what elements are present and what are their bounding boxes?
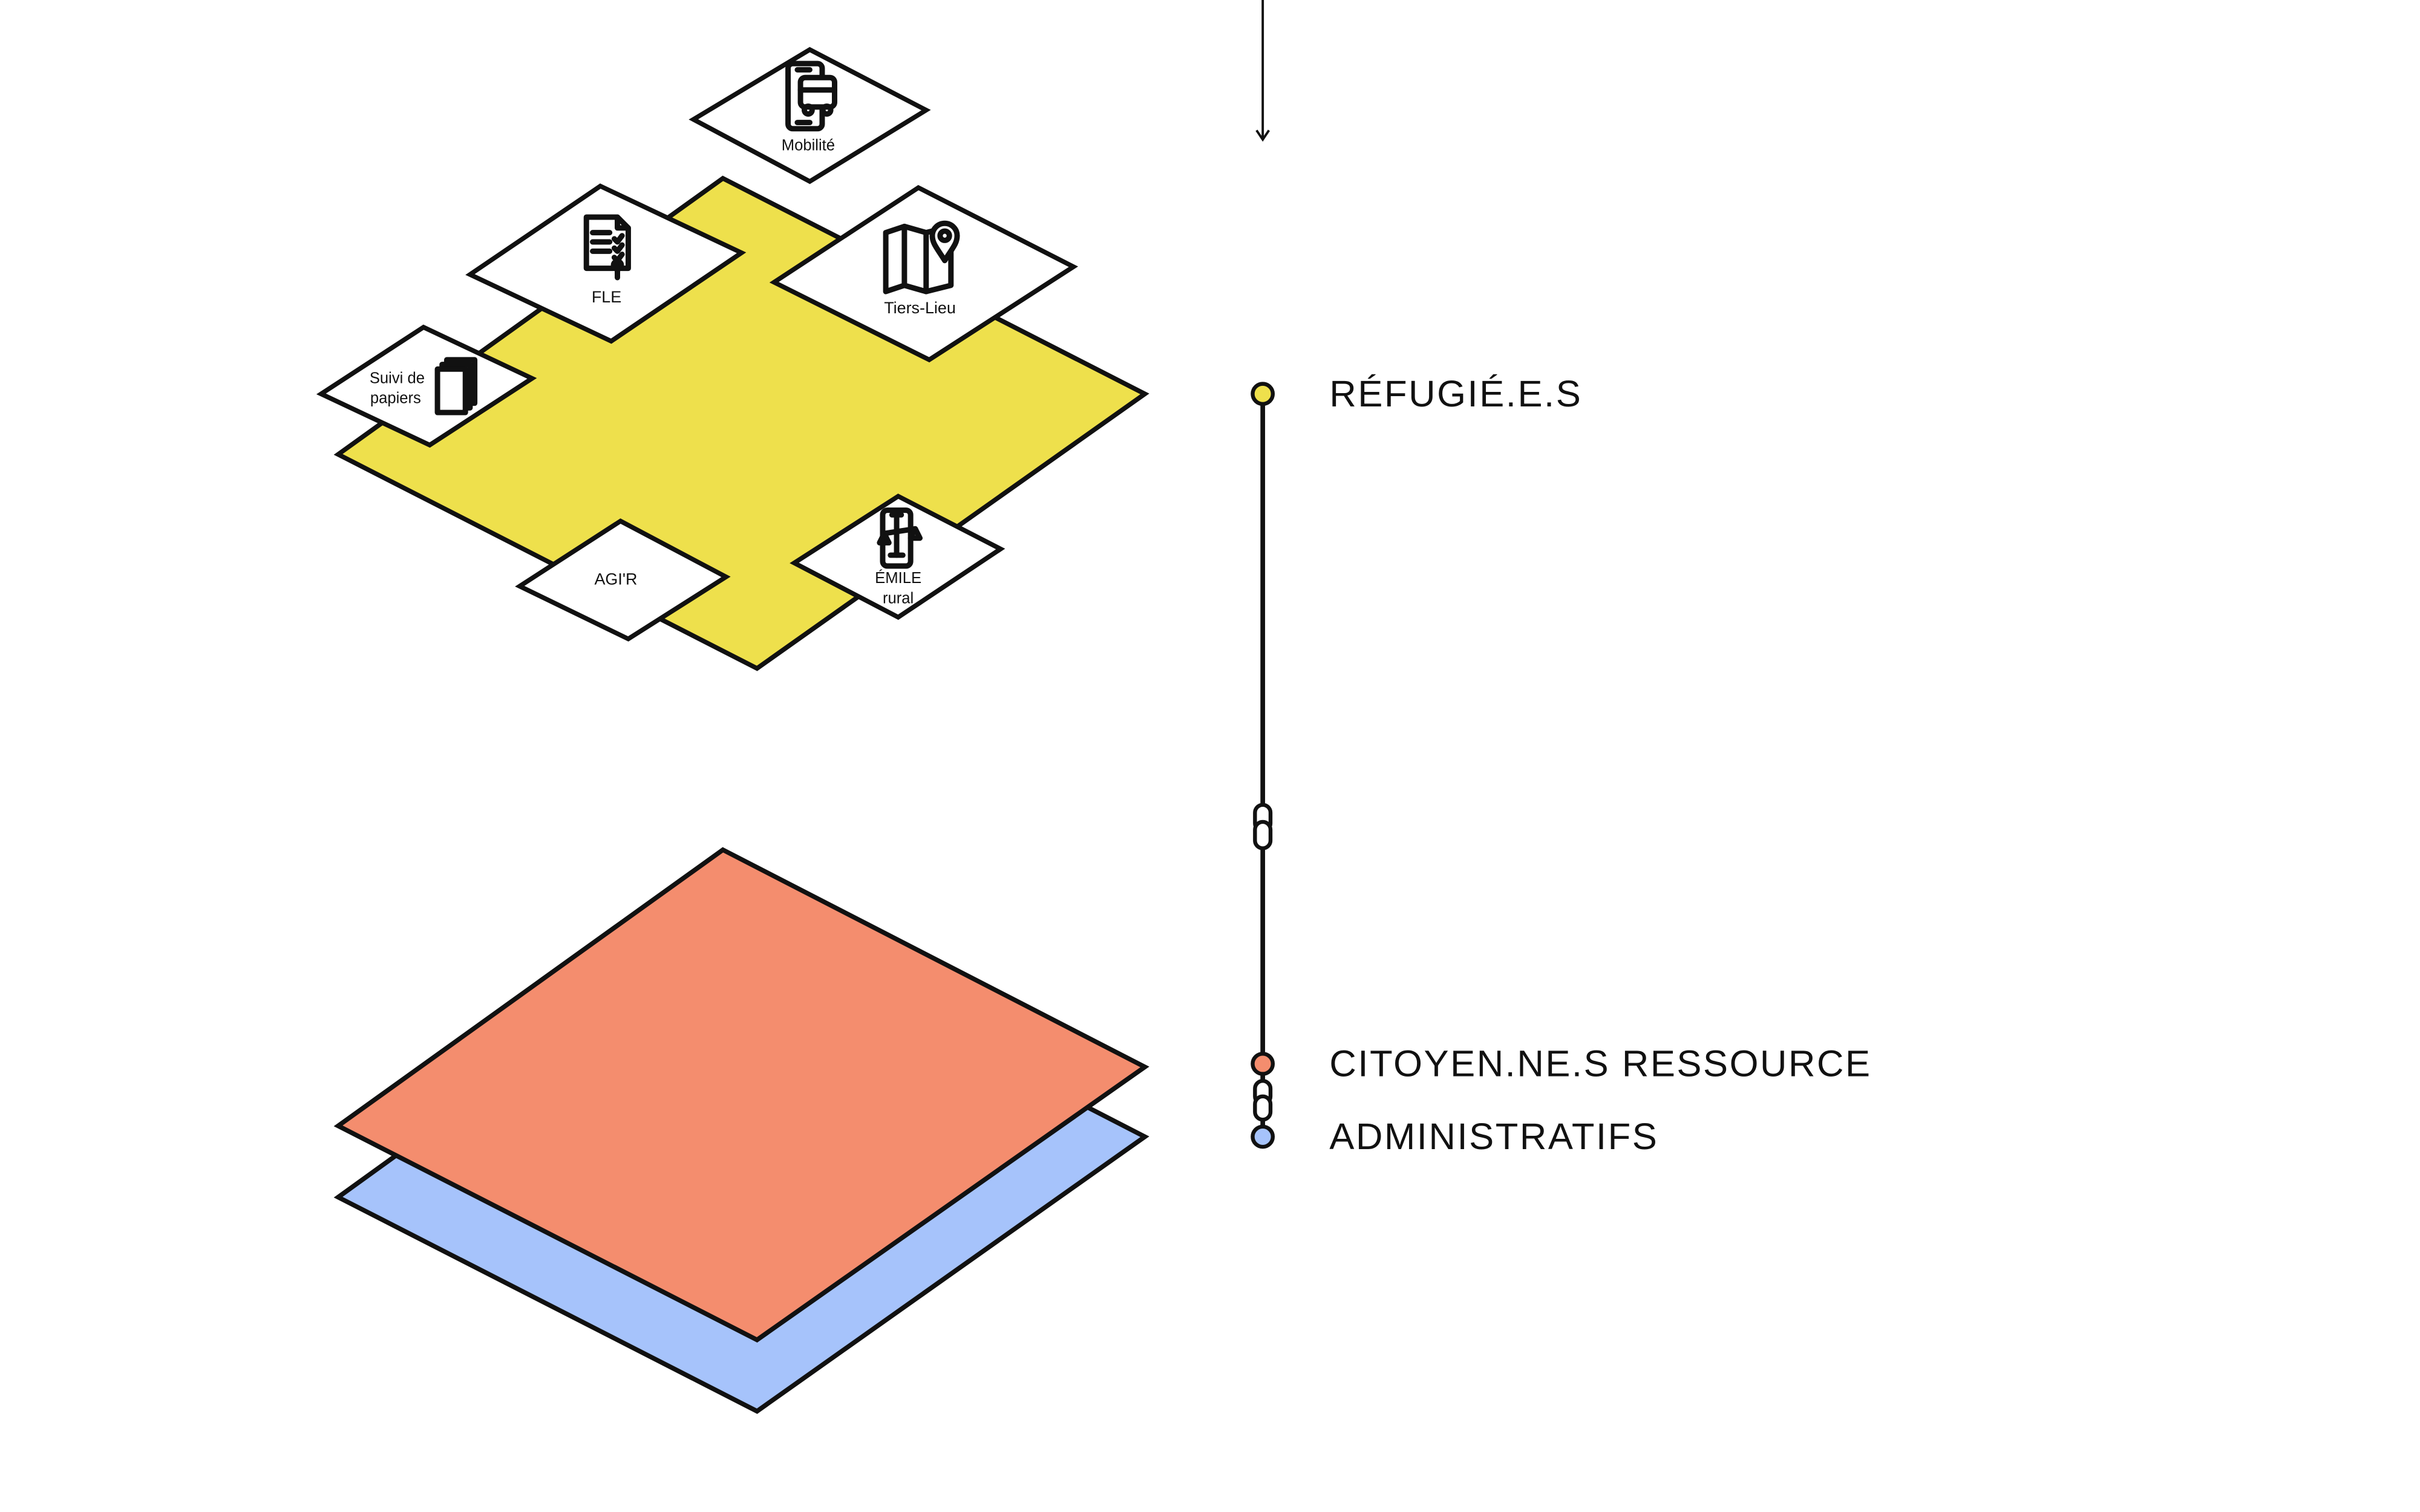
legend-label-refugies: RÉFUGIÉ.E.S [1329,373,1582,415]
tile-label-fle: FLE [592,288,621,306]
chain-link-icon [1253,803,1273,850]
papers-icon [434,357,478,415]
document-checklist-icon [583,214,631,281]
tile-label-tiers-lieu: Tiers-Lieu [884,299,956,317]
legend-dot-refugies [1251,382,1275,406]
tile-label-suivi-line2: papiers [370,390,421,407]
legend-label-administratifs: ADMINISTRATIFS [1329,1116,1658,1158]
tile-emile-rural: ÉMILE rural [790,494,1006,620]
legend-dot-administratifs [1251,1124,1275,1149]
phone-bus-icon [785,60,837,132]
tile-mobilite: Mobilité [688,47,931,184]
tile-label-emile-line2: rural [883,590,914,607]
legend-label-citoyens: CITOYEN.NE.S RESSOURCE [1329,1043,1871,1084]
tile-label-agir: AGI'R [594,570,637,588]
tile-label-mobilite: Mobilité [782,137,835,154]
citoyens-layer [333,847,1150,1343]
tile-agir: AGI'R [515,518,731,642]
tile-fle: FLE [465,183,747,344]
chain-link-icon [1253,1078,1273,1122]
tile-suivi-papiers: Suivi de papiers [316,324,537,448]
tile-label-suivi-line1: Suivi de [370,370,425,386]
legend-dot-citoyens [1251,1052,1275,1076]
arrow-down-icon [1255,129,1270,142]
tile-tiers-lieu: Tiers-Lieu [769,184,1079,363]
tile-label-emile-line1: ÉMILE [875,569,921,587]
phone-scales-icon [877,507,923,569]
map-pin-icon [883,220,960,295]
